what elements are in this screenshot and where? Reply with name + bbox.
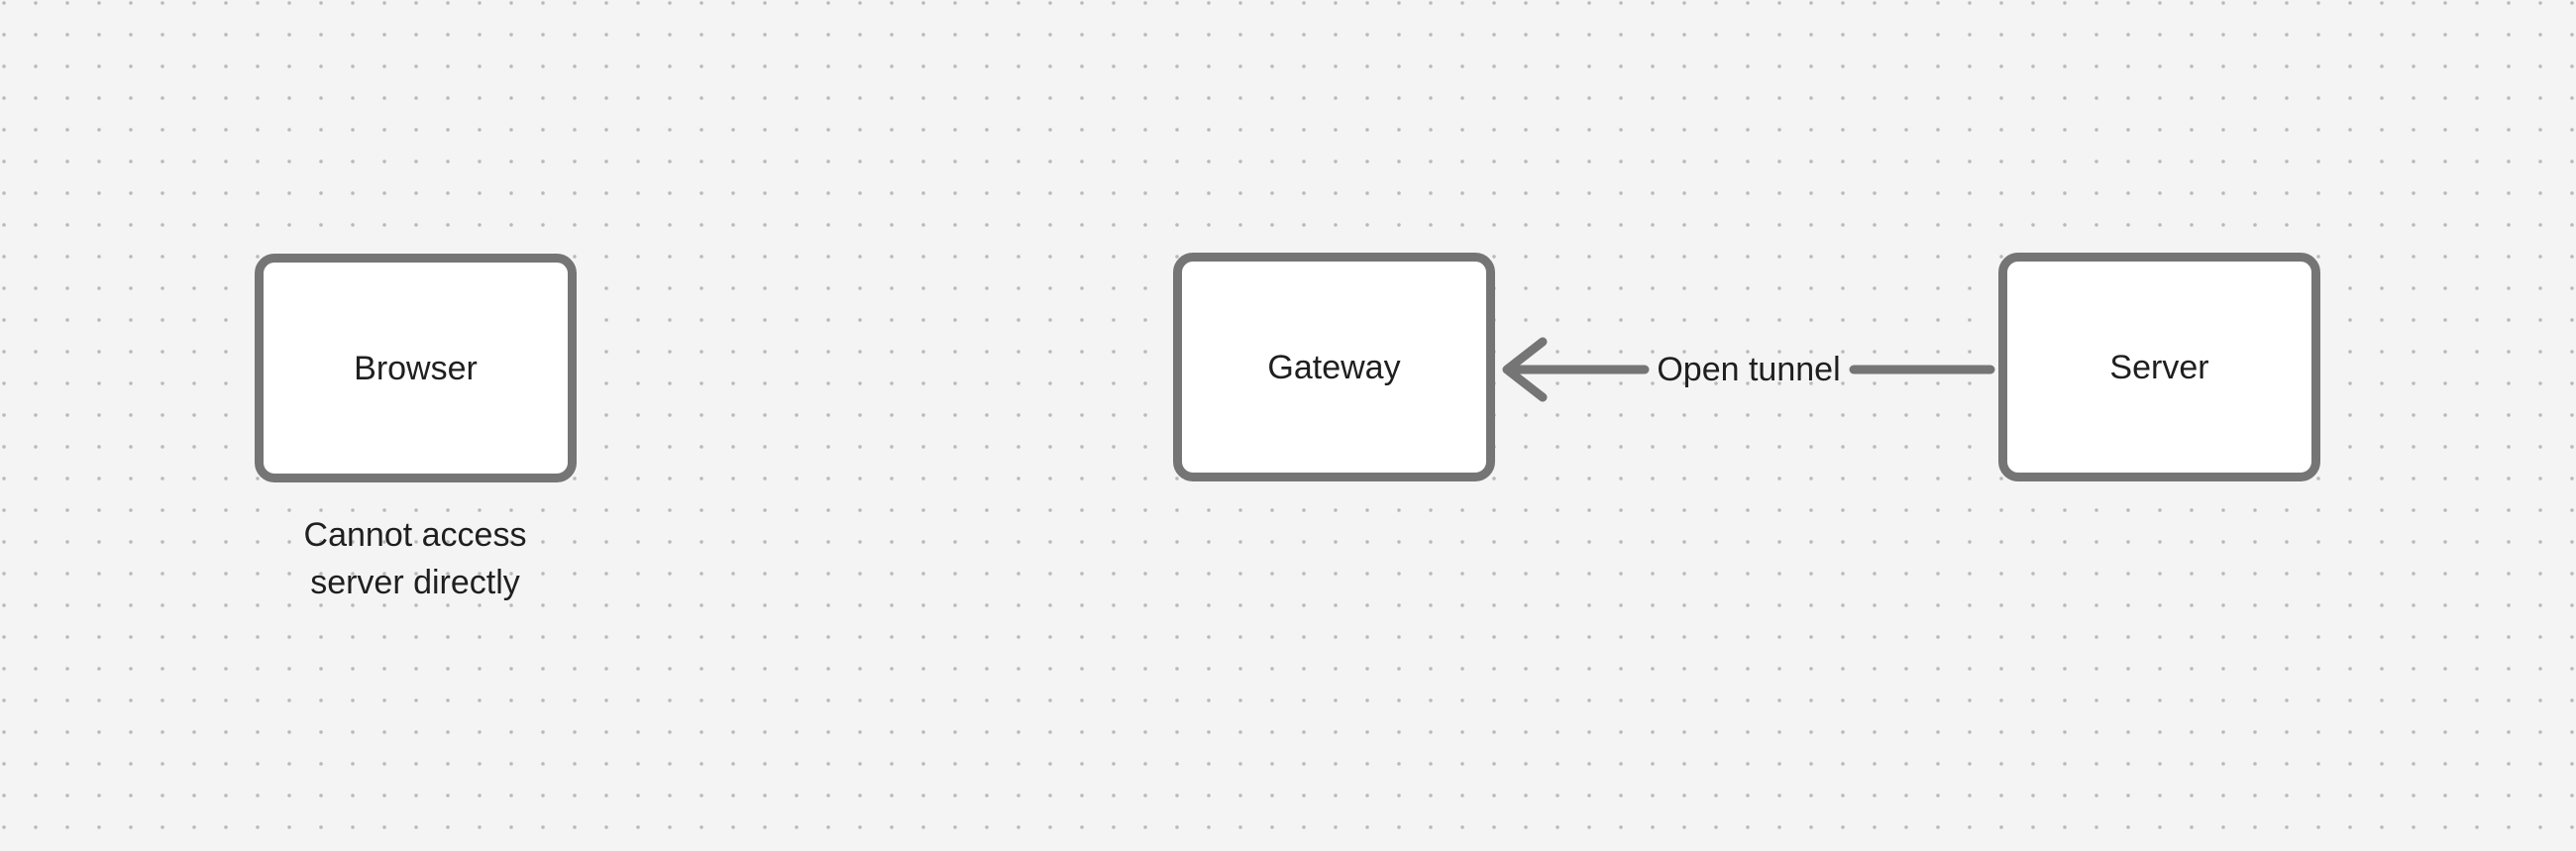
node-browser-label: Browser — [354, 349, 478, 387]
node-gateway[interactable]: Gateway — [1173, 253, 1495, 481]
node-server[interactable]: Server — [1998, 253, 2320, 481]
caption-line-2: server directly — [310, 564, 520, 601]
edge-label[interactable]: Open tunnel — [1657, 351, 1841, 388]
node-server-label: Server — [2109, 348, 2209, 386]
caption-browser-note[interactable]: Cannot access server directly — [217, 511, 613, 606]
node-browser[interactable]: Browser — [255, 254, 577, 482]
caption-line-1: Cannot access — [303, 516, 527, 554]
node-gateway-label: Gateway — [1267, 348, 1401, 386]
edge-server-to-gateway[interactable] — [1491, 322, 2006, 417]
arrowhead-left-icon — [1502, 337, 1548, 402]
